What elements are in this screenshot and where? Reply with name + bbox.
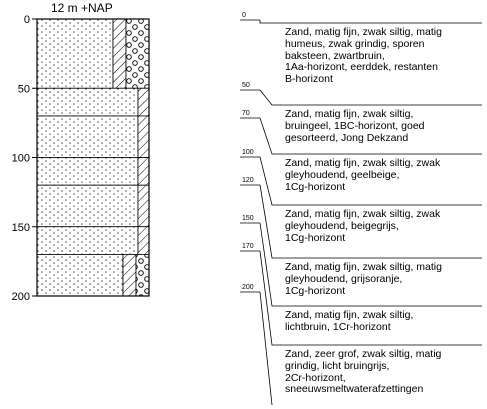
layer-leader-line: [259, 89, 482, 106]
lithology-column: [36, 18, 150, 297]
layer-description: Zand, matig fijn, zwak siltig, bruingeel…: [285, 108, 425, 144]
layer-description: Zand, matig fijn, zwak siltig, zwak gley…: [285, 208, 441, 244]
depth-mark-label: 200: [242, 284, 254, 291]
depth-mark-label: 0: [242, 12, 246, 19]
layer-leader-line: [259, 20, 482, 24]
lithology-humus-cell: [137, 157, 150, 186]
lithology-sand-cell: [36, 226, 139, 255]
lithology-sand-cell: [36, 254, 124, 297]
lithology-sand-cell: [36, 184, 139, 228]
lithology-humus-cell: [137, 226, 150, 255]
lithology-gravel-cell: [125, 18, 150, 89]
axis-tick-label: 150: [12, 222, 30, 234]
lithology-humus-cell: [122, 254, 137, 297]
depth-mark-label: 120: [242, 177, 254, 184]
column-outline: [36, 18, 150, 297]
layer-description: Zand, matig fijn, zwak siltig, lichtbrui…: [285, 309, 414, 333]
depth-mark-label: 100: [242, 149, 254, 156]
lithology-sand-cell: [36, 18, 114, 89]
layer-description: Zand, zeer grof, zwak siltig, matig grin…: [285, 348, 442, 396]
axis-tick-label: 200: [12, 291, 30, 303]
layer-leader-line: [259, 222, 482, 307]
layer-leader-line: [259, 156, 482, 206]
elevation-title: 12 m +NAP: [51, 1, 113, 15]
layer-leader-line: [259, 250, 482, 346]
lithology-sand-cell: [36, 87, 139, 117]
layer-leader-line: [259, 291, 273, 406]
layer-leader-lines: 0 50 70 100 120 150 170 200: [240, 12, 482, 406]
lithology-sand-cell: [36, 157, 139, 186]
layer-description: Zand, matig fijn, zwak siltig, matig hum…: [285, 26, 442, 86]
layer-leader-line: [259, 184, 482, 259]
depth-mark-label: 70: [242, 110, 250, 117]
lithology-sand-cell: [36, 115, 139, 158]
axis-tick-label: 100: [12, 153, 30, 165]
lithology-humus-cell: [137, 115, 150, 158]
layer-description: Zand, matig fijn, zwak siltig, matig gle…: [285, 261, 442, 297]
axis-tick-label: 0: [24, 14, 30, 26]
depth-mark-label: 50: [242, 82, 250, 89]
layer-leader-line: [259, 117, 482, 155]
layer-description: Zand, matig fijn, zwak siltig, zwak gley…: [285, 157, 441, 193]
axis-tick-label: 50: [18, 83, 30, 95]
lithology-humus-cell: [137, 184, 150, 228]
depth-axis: 0 50 100 150 200: [12, 14, 37, 303]
lithology-humus-cell: [112, 18, 127, 89]
depth-mark-label: 170: [242, 243, 254, 250]
lithology-gravel-cell: [135, 254, 150, 297]
depth-mark-label: 150: [242, 215, 254, 222]
lithology-humus-cell: [137, 87, 150, 117]
